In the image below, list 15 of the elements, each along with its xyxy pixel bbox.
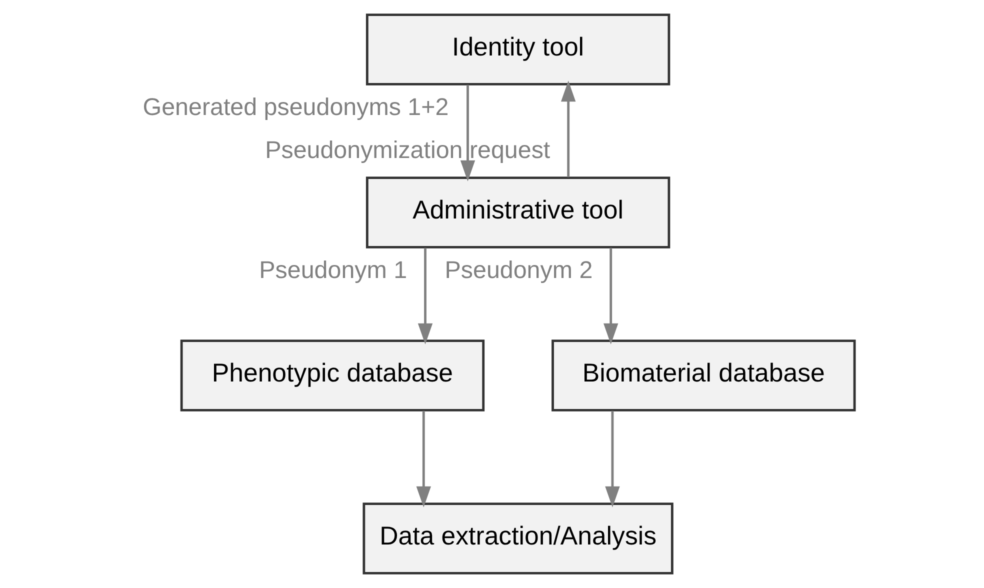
arrow xyxy=(417,248,432,344)
node-box: Administrative tool xyxy=(365,176,670,248)
node-box: Data extraction/Analysis xyxy=(362,502,673,574)
arrow xyxy=(416,410,430,508)
arrow xyxy=(560,80,576,178)
node-box: Biomaterial database xyxy=(551,340,856,412)
arrow xyxy=(604,410,620,508)
edge-label: Pseudonymization request xyxy=(264,137,550,164)
edge-label: Pseudonym 2 xyxy=(444,257,592,284)
edge-label: Generated pseudonyms 1+2 xyxy=(142,94,448,122)
node-box: Phenotypic database xyxy=(180,340,484,412)
node-box: Identity tool xyxy=(365,14,670,86)
arrow xyxy=(603,248,618,344)
edge-label: Pseudonym 1 xyxy=(258,257,407,284)
arrow xyxy=(460,84,475,182)
